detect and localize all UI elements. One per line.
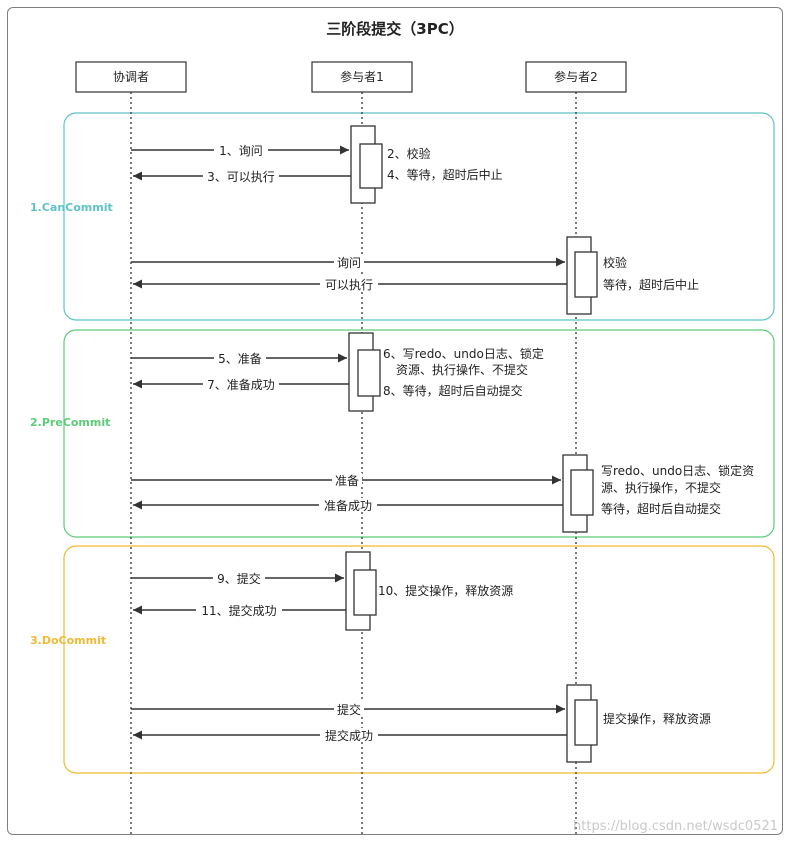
note-p1-wait: 4、等待，超时后中止 bbox=[387, 167, 503, 182]
actor-coordinator: 协调者 bbox=[75, 61, 187, 93]
note-p1-write-line1: 6、写redo、undo日志、锁定 bbox=[383, 346, 544, 361]
message-label: 5、准备 bbox=[218, 352, 262, 366]
message-label: 3、可以执行 bbox=[207, 170, 275, 184]
activation-p1-docommit-inner bbox=[353, 569, 377, 616]
watermark: https://blog.csdn.net/wsdc0521 bbox=[573, 819, 778, 834]
note-p2-write-line1: 写redo、undo日志、锁定资 bbox=[601, 463, 754, 478]
message-label: 可以执行 bbox=[325, 278, 373, 292]
message-label: 1、询问 bbox=[219, 144, 263, 158]
message-label: 9、提交 bbox=[217, 571, 261, 586]
phase-label-precommit: 2.PreCommit bbox=[30, 416, 110, 429]
note-p2-check: 校验 bbox=[603, 255, 627, 270]
activation-p2-docommit-inner bbox=[574, 699, 598, 746]
phase-box-cancommit bbox=[63, 112, 775, 321]
actor-label: 协调者 bbox=[113, 69, 149, 84]
note-p1-check: 2、校验 bbox=[387, 146, 431, 161]
note-p1-commit: 10、提交操作，释放资源 bbox=[378, 583, 513, 598]
note-p2-write-line2: 源、执行操作，不提交 bbox=[601, 480, 721, 495]
actor-label: 参与者1 bbox=[340, 69, 384, 84]
message-label: 7、准备成功 bbox=[207, 378, 275, 392]
message-label: 提交成功 bbox=[325, 728, 373, 743]
message-label: 准备成功 bbox=[324, 499, 372, 513]
activation-p2-precommit-inner bbox=[570, 469, 594, 516]
actor-label: 参与者2 bbox=[554, 69, 598, 84]
note-p1-autocommit: 8、等待，超时后自动提交 bbox=[383, 383, 523, 398]
note-p2-commit: 提交操作，释放资源 bbox=[603, 711, 711, 726]
note-p2-wait: 等待，超时后中止 bbox=[603, 277, 699, 292]
phase-label-docommit: 3.DoCommit bbox=[30, 634, 106, 647]
phase-label-cancommit: 1.CanCommit bbox=[30, 201, 113, 214]
message-labels: 1、询问 3、可以执行 询问 可以执行 5、准备 7、准备成功 准备 准备成功 … bbox=[196, 143, 378, 743]
activation-p2-cancommit-inner bbox=[574, 251, 598, 298]
diagram-frame bbox=[7, 7, 783, 835]
diagram-title: 三阶段提交（3PC） bbox=[326, 20, 463, 38]
message-label: 准备 bbox=[335, 474, 359, 488]
message-label: 询问 bbox=[337, 256, 361, 270]
activation-p1-precommit-inner bbox=[357, 349, 381, 397]
note-p2-autocommit: 等待，超时后自动提交 bbox=[601, 501, 721, 516]
actor-participant1: 参与者1 bbox=[311, 61, 413, 93]
message-label: 提交 bbox=[337, 702, 361, 717]
message-label: 11、提交成功 bbox=[201, 603, 276, 618]
phase-box-precommit bbox=[63, 329, 775, 538]
actor-participant2: 参与者2 bbox=[525, 61, 627, 93]
phase-box-docommit bbox=[63, 545, 775, 774]
note-p1-write-line2: 资源、执行操作、不提交 bbox=[396, 362, 528, 377]
activation-p1-cancommit-inner bbox=[359, 143, 383, 189]
notes: 2、校验 4、等待，超时后中止 校验 等待，超时后中止 6、写redo、undo… bbox=[378, 146, 754, 726]
